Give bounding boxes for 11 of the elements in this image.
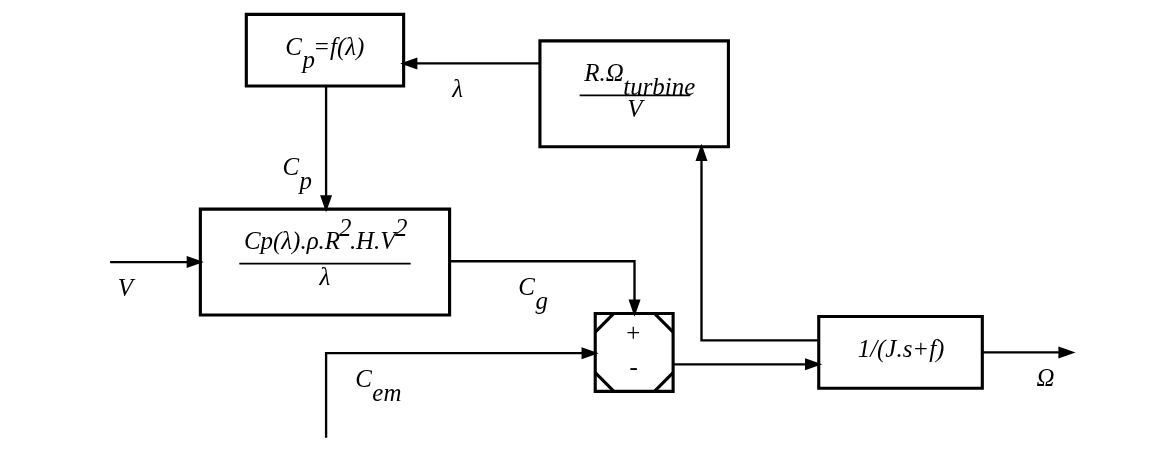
arrow xyxy=(109,256,204,269)
arrow xyxy=(399,57,540,70)
node-box: 1/(J.s+f) xyxy=(816,315,984,390)
arrow xyxy=(672,358,822,371)
edge-label: Ω xyxy=(1036,364,1055,392)
edge-label: λ xyxy=(451,75,463,103)
arrow xyxy=(449,260,640,317)
arrow xyxy=(695,143,818,342)
arrow xyxy=(324,347,599,438)
arrow xyxy=(981,346,1076,359)
arrow xyxy=(319,86,332,213)
